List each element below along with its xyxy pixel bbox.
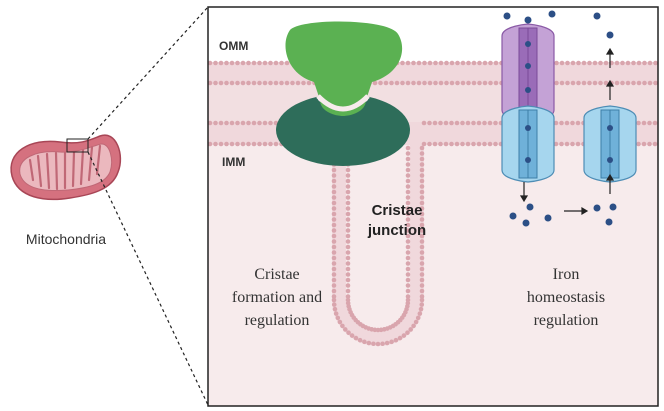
zoom-panel	[208, 7, 658, 406]
cristae-text-2: formation and	[232, 289, 322, 306]
zoom-box	[66, 138, 89, 153]
cristae-text-1: Cristae	[254, 266, 299, 283]
iron-text-3: regulation	[534, 312, 599, 329]
omm-label: OMM	[219, 39, 248, 53]
cristae-text-3: regulation	[245, 312, 310, 329]
zoom-line-bottom	[87, 151, 209, 406]
omm-membrane	[208, 62, 658, 84]
protein-complex	[276, 21, 410, 166]
iron-text-1: Iron	[553, 266, 580, 283]
mitochondrion-icon	[10, 134, 122, 201]
omm-beads	[208, 60, 658, 86]
flux-arrows	[519, 47, 615, 216]
zoom-frame	[207, 6, 659, 407]
channel-imm-blue-right	[583, 105, 637, 183]
cristae-junction-label-2: junction	[367, 222, 426, 239]
iron-text-2: homeostasis	[527, 289, 605, 306]
channel-imm-blue-left	[501, 105, 555, 183]
cristae-junction-label-1: Cristae	[372, 202, 423, 219]
zoom-line-top	[87, 6, 209, 140]
channel-omm-purple	[501, 23, 555, 123]
imm-label: IMM	[222, 155, 245, 169]
iron-ions	[503, 10, 617, 227]
mitochondria-label: Mitochondria	[26, 231, 106, 247]
